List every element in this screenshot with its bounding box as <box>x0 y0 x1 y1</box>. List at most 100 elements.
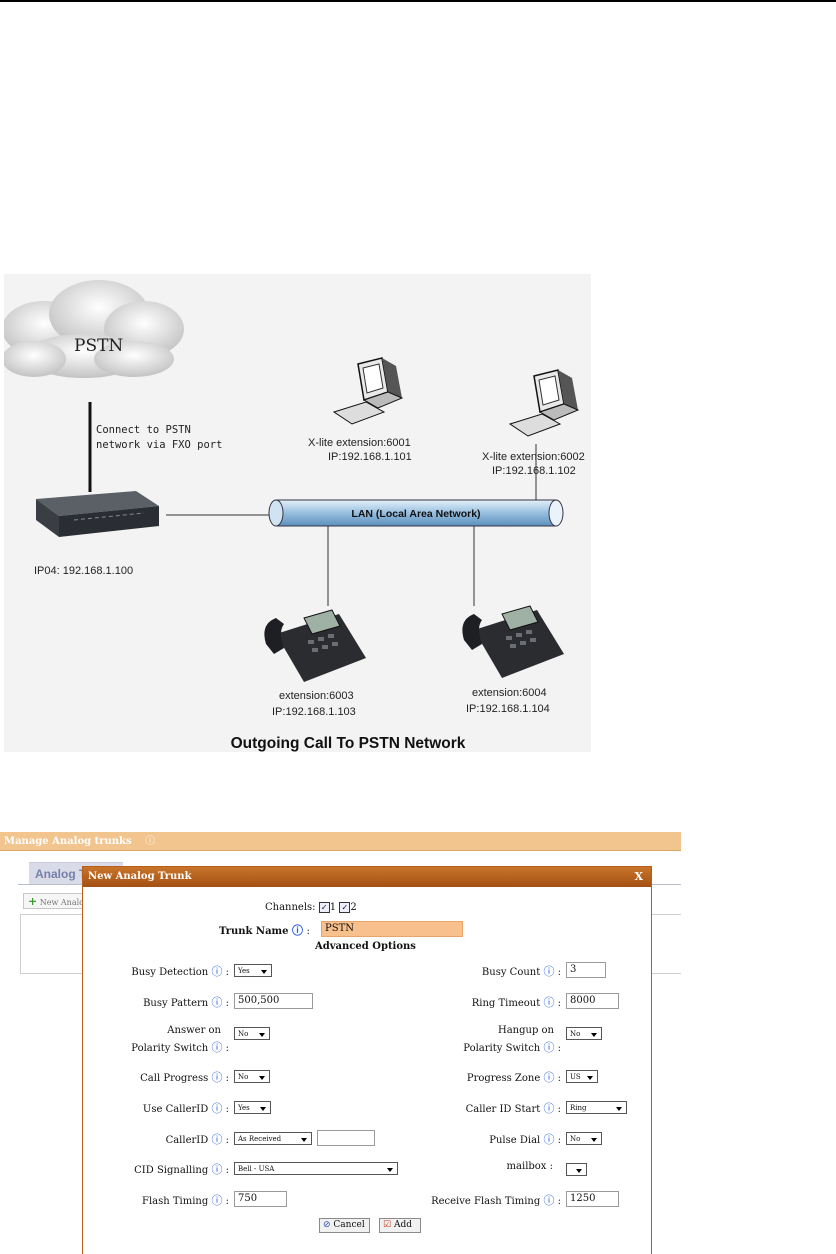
pc-6002-icon <box>508 369 580 437</box>
colon: : <box>306 926 310 937</box>
info-icon[interactable]: ⓘ <box>543 965 555 978</box>
callerid-text-input[interactable] <box>317 1130 375 1146</box>
chevron-down-icon <box>301 1138 307 1142</box>
cid-signalling-label-row: CID Signalling ⓘ : <box>93 1161 229 1177</box>
hangup-polarity-select[interactable]: No <box>566 1027 602 1040</box>
plus-icon: + <box>28 895 38 908</box>
callerid-value: As Received <box>238 1135 282 1143</box>
info-icon[interactable]: ⓘ <box>211 1163 223 1176</box>
callerid-start-value: Ring <box>570 1104 587 1112</box>
use-callerid-label-row: Use CallerID ⓘ : <box>93 1100 229 1116</box>
gateway-label: IP04: 192.168.1.100 <box>34 565 133 577</box>
progress-zone-select[interactable]: US <box>566 1070 598 1083</box>
channels-row: Channels: ✓1 ✓2 <box>265 902 357 913</box>
new-analog-trunk-dialog: New Analog Trunk X Channels: ✓1 ✓2 Trunk… <box>82 866 652 1254</box>
cancel-icon: ⊘ <box>323 1220 331 1230</box>
connect-note-line1: Connect to PSTN <box>96 424 191 436</box>
mailbox-select[interactable] <box>566 1163 587 1176</box>
busy-detection-select[interactable]: Yes <box>234 964 272 977</box>
info-icon[interactable]: ⓘ <box>145 836 156 847</box>
callerid-label: CallerID <box>165 1135 209 1146</box>
info-icon[interactable]: ⓘ <box>543 996 555 1009</box>
trunk-name-input[interactable]: PSTN <box>321 921 463 937</box>
pulse-dial-select[interactable]: No <box>566 1132 602 1145</box>
chevron-down-icon <box>576 1169 582 1173</box>
info-icon[interactable]: ⓘ <box>543 1041 555 1054</box>
channel-2-checkbox[interactable]: ✓ <box>339 902 351 913</box>
cancel-button[interactable]: ⊘ Cancel <box>319 1218 370 1233</box>
info-icon[interactable]: ⓘ <box>211 965 223 978</box>
pc-6001-line2: IP:192.168.1.101 <box>328 451 412 463</box>
hangup-polarity-label2-row: Polarity Switch ⓘ : <box>413 1039 561 1055</box>
hangup-polarity-label2: Polarity Switch <box>463 1043 541 1054</box>
info-icon[interactable]: ⓘ <box>211 996 223 1009</box>
cid-signalling-label: CID Signalling <box>134 1165 209 1176</box>
colon: : <box>225 1196 229 1207</box>
colon: : <box>225 1165 229 1176</box>
info-icon[interactable]: ⓘ <box>211 1041 223 1054</box>
dialog-title-bar: New Analog Trunk X <box>83 867 651 887</box>
progress-zone-label: Progress Zone <box>466 1073 541 1084</box>
colon: : <box>557 1104 561 1115</box>
receive-flash-label-row: Receive Flash Timing ⓘ : <box>383 1192 561 1208</box>
info-icon[interactable]: ⓘ <box>543 1133 555 1146</box>
cid-signalling-select[interactable]: Bell - USA <box>234 1162 398 1175</box>
analog-trunk-screenshot: Manage Analog trunks ⓘ Analog T + New An… <box>0 832 681 1254</box>
use-callerid-select[interactable]: Yes <box>234 1101 271 1114</box>
colon: : <box>225 1073 229 1084</box>
gateway-device-icon <box>36 491 159 537</box>
pulse-dial-label-row: Pulse Dial ⓘ : <box>413 1131 561 1147</box>
pc-6001-icon <box>332 357 404 425</box>
pulse-dial-label: Pulse Dial <box>489 1135 541 1146</box>
channel-1-label: 1 <box>329 902 337 913</box>
channels-label: Channels: <box>265 902 316 913</box>
colon: : <box>225 1135 229 1146</box>
info-icon[interactable]: ⓘ <box>291 924 303 937</box>
answer-polarity-select[interactable]: No <box>234 1027 270 1040</box>
manage-trunks-title: Manage Analog trunks <box>4 836 132 847</box>
phone-6004-icon <box>462 605 564 678</box>
colon: : <box>557 1043 561 1054</box>
colon: : <box>225 1043 229 1054</box>
busy-count-input[interactable]: 3 <box>566 962 606 978</box>
pc-6002-line2: IP:192.168.1.102 <box>492 465 576 477</box>
info-icon[interactable]: ⓘ <box>211 1102 223 1115</box>
chevron-down-icon <box>261 970 267 974</box>
callerid-select[interactable]: As Received <box>234 1132 312 1145</box>
phone-6003-icon <box>264 609 366 682</box>
channel-1-checkbox[interactable]: ✓ <box>318 902 330 913</box>
new-analog-trunk-button[interactable]: + New Analo <box>23 893 93 909</box>
pc-6001-line1: X-lite extension:6001 <box>308 437 411 449</box>
close-icon[interactable]: X <box>634 870 643 883</box>
phone-6004-line2: IP:192.168.1.104 <box>466 703 550 715</box>
info-icon[interactable]: ⓘ <box>211 1194 223 1207</box>
phone-6003-line1: extension:6003 <box>279 690 354 702</box>
network-diagram: PSTN Connect to PSTN network via FXO por… <box>4 274 591 752</box>
info-icon[interactable]: ⓘ <box>543 1102 555 1115</box>
info-icon[interactable]: ⓘ <box>543 1071 555 1084</box>
busy-pattern-input[interactable]: 500,500 <box>234 993 313 1009</box>
chevron-down-icon <box>259 1033 265 1037</box>
callerid-label-row: CallerID ⓘ : <box>93 1131 229 1147</box>
ring-timeout-label-row: Ring Timeout ⓘ : <box>413 994 561 1010</box>
chevron-down-icon <box>591 1033 597 1037</box>
pc-6002-line1: X-lite extension:6002 <box>482 451 585 463</box>
call-progress-select[interactable]: No <box>234 1070 270 1083</box>
cloud-label: PSTN <box>74 336 123 356</box>
flash-timing-label-row: Flash Timing ⓘ : <box>93 1192 229 1208</box>
diagram-caption: Outgoing Call To PSTN Network <box>231 735 466 752</box>
flash-timing-input[interactable]: 750 <box>234 1191 287 1207</box>
info-icon[interactable]: ⓘ <box>543 1194 555 1207</box>
receive-flash-input[interactable]: 1250 <box>566 1191 619 1207</box>
add-button[interactable]: ☑ Add <box>379 1218 421 1233</box>
ring-timeout-input[interactable]: 8000 <box>566 993 619 1009</box>
info-icon[interactable]: ⓘ <box>211 1071 223 1084</box>
info-icon[interactable]: ⓘ <box>211 1133 223 1146</box>
lan-label: LAN (Local Area Network) <box>351 508 480 520</box>
receive-flash-label: Receive Flash Timing <box>431 1196 541 1207</box>
progress-zone-label-row: Progress Zone ⓘ : <box>413 1069 561 1085</box>
callerid-start-select[interactable]: Ring <box>566 1101 627 1114</box>
add-label: Add <box>393 1220 412 1230</box>
colon: : <box>225 998 229 1009</box>
call-progress-value: No <box>238 1073 249 1081</box>
